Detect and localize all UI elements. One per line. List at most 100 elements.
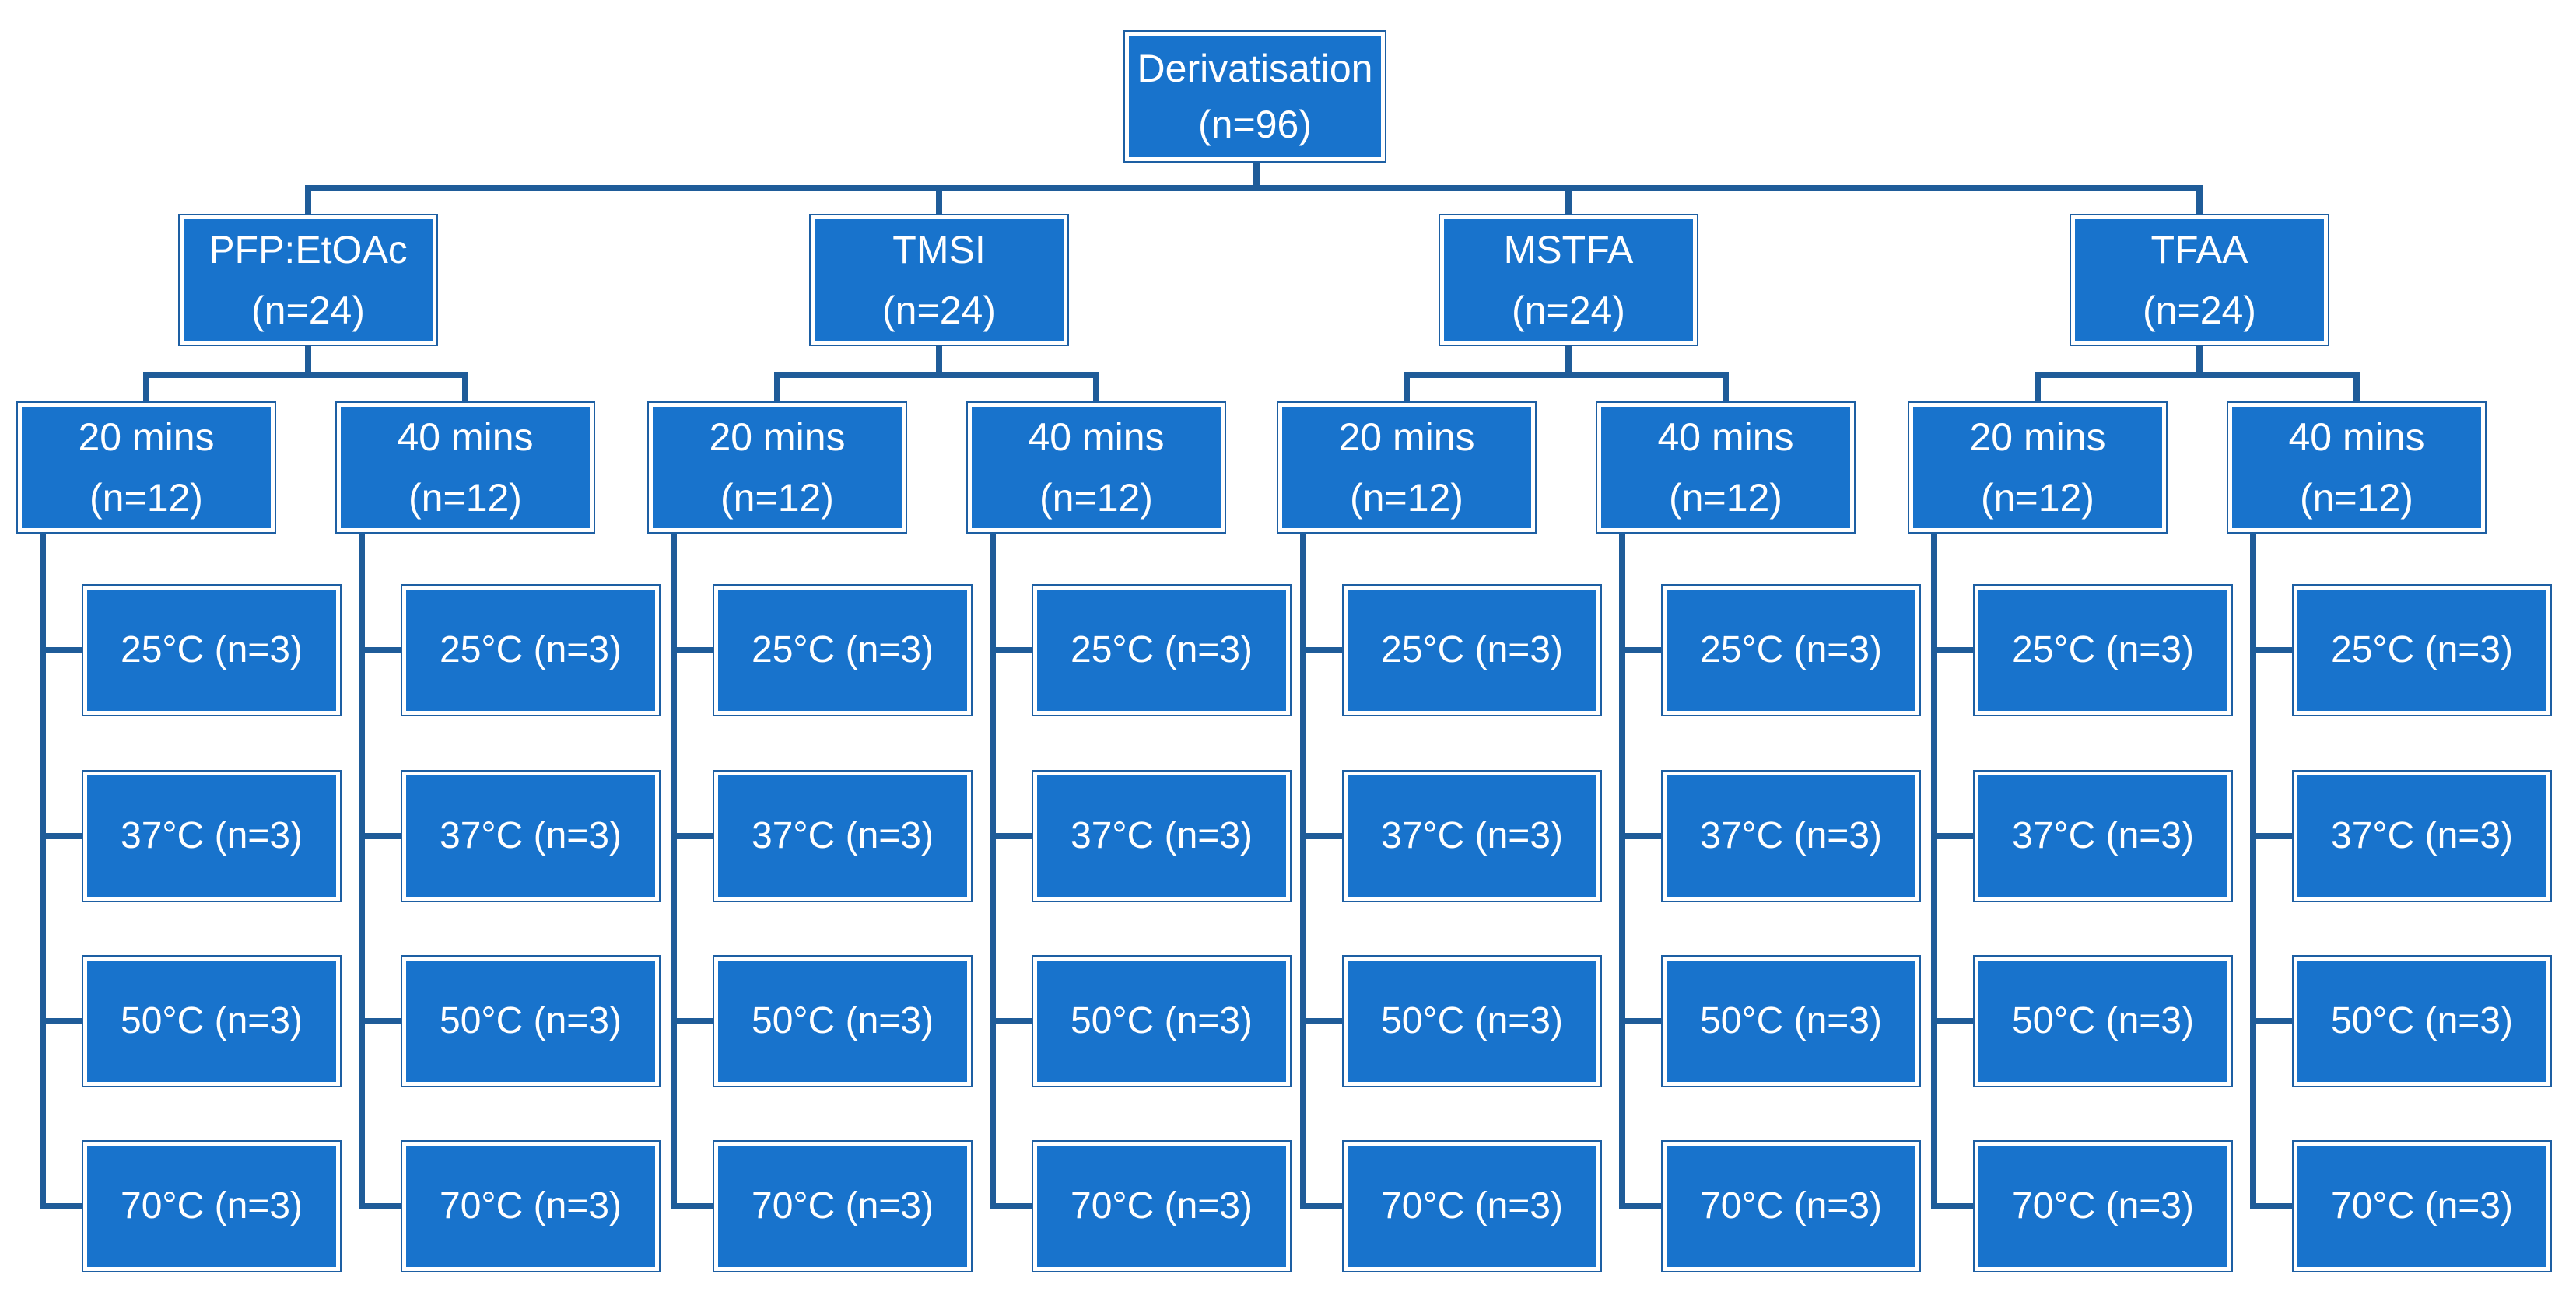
connector-temp-tick	[40, 647, 86, 653]
reagent-node-label: MSTFA	[1503, 227, 1634, 271]
connector-spine	[671, 529, 677, 1209]
connector-spine	[990, 529, 996, 1209]
temperature-node-label: 50°C (n=3)	[752, 1000, 934, 1042]
connector-temp-tick	[990, 1203, 1036, 1209]
temperature-node: 25°C (n=3)	[1661, 584, 1921, 716]
temperature-node: 37°C (n=3)	[2292, 770, 2552, 902]
temperature-node: 25°C (n=3)	[2292, 584, 2552, 716]
temperature-node: 50°C (n=3)	[1973, 955, 2233, 1087]
temperature-node-label: 70°C (n=3)	[2012, 1185, 2194, 1227]
temperature-node: 50°C (n=3)	[401, 955, 661, 1087]
connector-temp-tick	[1300, 1203, 1347, 1209]
connector-temp-tick	[359, 1203, 405, 1209]
connector-temp-tick	[1300, 1018, 1347, 1024]
temperature-node-label: 37°C (n=3)	[1071, 815, 1253, 857]
temperature-node: 25°C (n=3)	[713, 584, 973, 716]
temperature-node-label: 37°C (n=3)	[2012, 815, 2194, 857]
connector-time-bus	[2035, 372, 2360, 378]
temperature-node-label: 25°C (n=3)	[1700, 629, 1882, 671]
connector-spine	[2250, 529, 2256, 1209]
connector-temp-tick	[40, 1018, 86, 1024]
connector-temp-tick	[2250, 833, 2297, 839]
connector-reagent-1	[936, 185, 942, 218]
temperature-node-label: 70°C (n=3)	[1700, 1185, 1882, 1227]
time-node-count: (n=12)	[1350, 475, 1463, 520]
temperature-node-label: 50°C (n=3)	[2331, 1000, 2513, 1042]
connector-reagent-down	[1565, 342, 1572, 375]
temperature-node-label: 25°C (n=3)	[440, 629, 622, 671]
connector-spine	[1931, 529, 1937, 1209]
time-node-label: 40 mins	[397, 415, 534, 459]
temperature-node: 50°C (n=3)	[1342, 955, 1602, 1087]
connector-time-bus	[774, 372, 1099, 378]
connector-temp-tick	[671, 647, 717, 653]
connector-time-drop	[1723, 372, 1729, 406]
time-node-count: (n=12)	[1981, 475, 2094, 520]
connector-temp-tick	[1931, 833, 1978, 839]
reagent-node: TMSI(n=24)	[809, 214, 1069, 346]
connector-root-down	[1253, 156, 1260, 188]
connector-reagent-down	[305, 342, 311, 375]
connector-temp-tick	[990, 1018, 1036, 1024]
connector-temp-tick	[1300, 647, 1347, 653]
time-node-count: (n=12)	[2300, 475, 2413, 520]
connector-spine	[1619, 529, 1625, 1209]
temperature-node: 37°C (n=3)	[1032, 770, 1292, 902]
connector-time-bus	[1404, 372, 1729, 378]
temperature-node: 70°C (n=3)	[1032, 1140, 1292, 1272]
connector-root-bus	[305, 185, 2203, 191]
connector-temp-tick	[1619, 1018, 1666, 1024]
root-node: Derivatisation (n=96)	[1123, 30, 1386, 163]
time-node-label: 40 mins	[1028, 415, 1165, 459]
temperature-node: 70°C (n=3)	[1973, 1140, 2233, 1272]
temperature-node: 70°C (n=3)	[2292, 1140, 2552, 1272]
temperature-node-label: 70°C (n=3)	[752, 1185, 934, 1227]
reagent-node: TFAA (n=24)	[2070, 214, 2329, 346]
connector-time-drop	[774, 372, 780, 406]
temperature-node: 37°C (n=3)	[82, 770, 342, 902]
temperature-node-label: 37°C (n=3)	[752, 815, 934, 857]
temperature-node: 70°C (n=3)	[401, 1140, 661, 1272]
time-node-count: (n=12)	[1039, 475, 1153, 520]
temperature-node: 37°C (n=3)	[1973, 770, 2233, 902]
connector-time-drop	[143, 372, 149, 406]
temperature-node-label: 25°C (n=3)	[2331, 629, 2513, 671]
connector-time-bus	[143, 372, 468, 378]
connector-temp-tick	[1619, 833, 1666, 839]
connector-reagent-0	[305, 185, 311, 218]
temperature-node-label: 25°C (n=3)	[1071, 629, 1253, 671]
time-node-count: (n=12)	[89, 475, 203, 520]
reagent-node-count: (n=24)	[1512, 288, 1625, 332]
temperature-node-label: 50°C (n=3)	[121, 1000, 303, 1042]
connector-temp-tick	[1619, 647, 1666, 653]
temperature-node: 50°C (n=3)	[1032, 955, 1292, 1087]
temperature-node: 37°C (n=3)	[713, 770, 973, 902]
reagent-node-label: PFP:EtOAc	[209, 227, 408, 271]
time-node: 40 mins(n=12)	[2227, 401, 2487, 534]
time-node-count: (n=12)	[408, 475, 522, 520]
temperature-node-label: 37°C (n=3)	[1700, 815, 1882, 857]
temperature-node-label: 50°C (n=3)	[2012, 1000, 2194, 1042]
time-node: 20 mins(n=12)	[16, 401, 276, 534]
connector-time-drop	[1093, 372, 1099, 406]
connector-temp-tick	[40, 833, 86, 839]
temperature-node: 37°C (n=3)	[401, 770, 661, 902]
temperature-node-label: 37°C (n=3)	[2331, 815, 2513, 857]
connector-temp-tick	[1300, 833, 1347, 839]
temperature-node-label: 50°C (n=3)	[1700, 1000, 1882, 1042]
temperature-node-label: 25°C (n=3)	[752, 629, 934, 671]
temperature-node-label: 37°C (n=3)	[1381, 815, 1563, 857]
temperature-node: 50°C (n=3)	[82, 955, 342, 1087]
reagent-node-label: TFAA	[2150, 227, 2248, 271]
temperature-node: 70°C (n=3)	[1342, 1140, 1602, 1272]
temperature-node-label: 25°C (n=3)	[1381, 629, 1563, 671]
temperature-node: 70°C (n=3)	[82, 1140, 342, 1272]
connector-reagent-3	[2196, 185, 2203, 218]
connector-temp-tick	[671, 1203, 717, 1209]
temperature-node-label: 25°C (n=3)	[2012, 629, 2194, 671]
root-label: Derivatisation	[1137, 46, 1373, 90]
temperature-node: 50°C (n=3)	[713, 955, 973, 1087]
temperature-node-label: 50°C (n=3)	[1071, 1000, 1253, 1042]
reagent-node-count: (n=24)	[2143, 288, 2256, 332]
